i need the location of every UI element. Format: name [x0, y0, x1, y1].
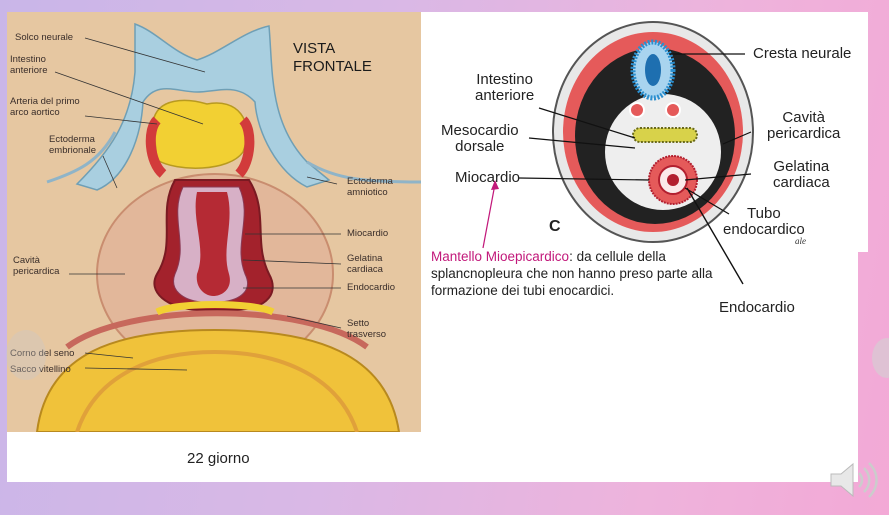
slide-canvas: Solco neurale Intestino anteriore Arteri… [7, 12, 878, 498]
cross-section-drawing: ale [518, 21, 806, 246]
speaker-icon[interactable] [829, 460, 881, 505]
label-cavita-pericardica: Cavità pericardica [13, 255, 60, 277]
next-slide-button[interactable] [872, 338, 889, 378]
mantello-annotation: Mantello Mioepicardico: da cellule della… [431, 248, 731, 299]
mantello-highlight: Mantello Mioepicardico [431, 249, 570, 264]
figure-caption: 22 giorno [187, 450, 250, 467]
label-sacco-vitellino: Sacco vitellino [10, 364, 71, 375]
frontal-view-drawing [7, 12, 421, 432]
label-gelatina-cardiaca-right: Gelatina cardiaca [773, 158, 830, 191]
label-intestino-anteriore: Intestino anteriore [10, 54, 48, 76]
label-miocardio: Miocardio [347, 228, 389, 239]
label-solco-neurale: Solco neurale [15, 32, 74, 43]
panel-letter: C [549, 218, 561, 235]
label-endocardio-right: Endocardio [719, 299, 795, 316]
label-intestino-anteriore-right: Intestino anteriore [475, 71, 535, 104]
label-cavita-pericardica-right: Cavità pericardica [767, 109, 841, 142]
label-gelatina-cardiaca: Gelatina cardiaca [347, 253, 383, 275]
mantello-text: : da cellule della splancnopleura che no… [431, 249, 713, 298]
label-ectoderma-embrionale: Ectoderma embrionale [49, 134, 96, 156]
label-arteria-arco-aortico: Arteria del primo arco aortico [10, 96, 80, 118]
artist-signature: ale [795, 236, 806, 246]
label-setto-trasverso: Setto trasverso [347, 318, 387, 340]
label-cresta-neurale: Cresta neurale [753, 45, 852, 62]
label-endocardio-left: Endocardio [347, 282, 396, 293]
previous-slide-button[interactable] [6, 330, 46, 380]
cross-section-illustration: ale Cresta neurale Intestino anteriore C… [423, 12, 868, 252]
label-miocardio-right: Miocardio [455, 169, 521, 186]
label-tubo-endocardico: Tubo endocardico [723, 205, 805, 238]
label-ectoderma-amniotico: Ectoderma amniotico [347, 176, 393, 198]
label-corno-del-seno: Corno del seno [10, 348, 75, 359]
frontal-view-illustration: Solco neurale Intestino anteriore Arteri… [7, 12, 421, 432]
label-mesocardio-dorsale: Mesocardio dorsale [441, 122, 519, 155]
view-title: VISTA FRONTALE [293, 40, 372, 75]
